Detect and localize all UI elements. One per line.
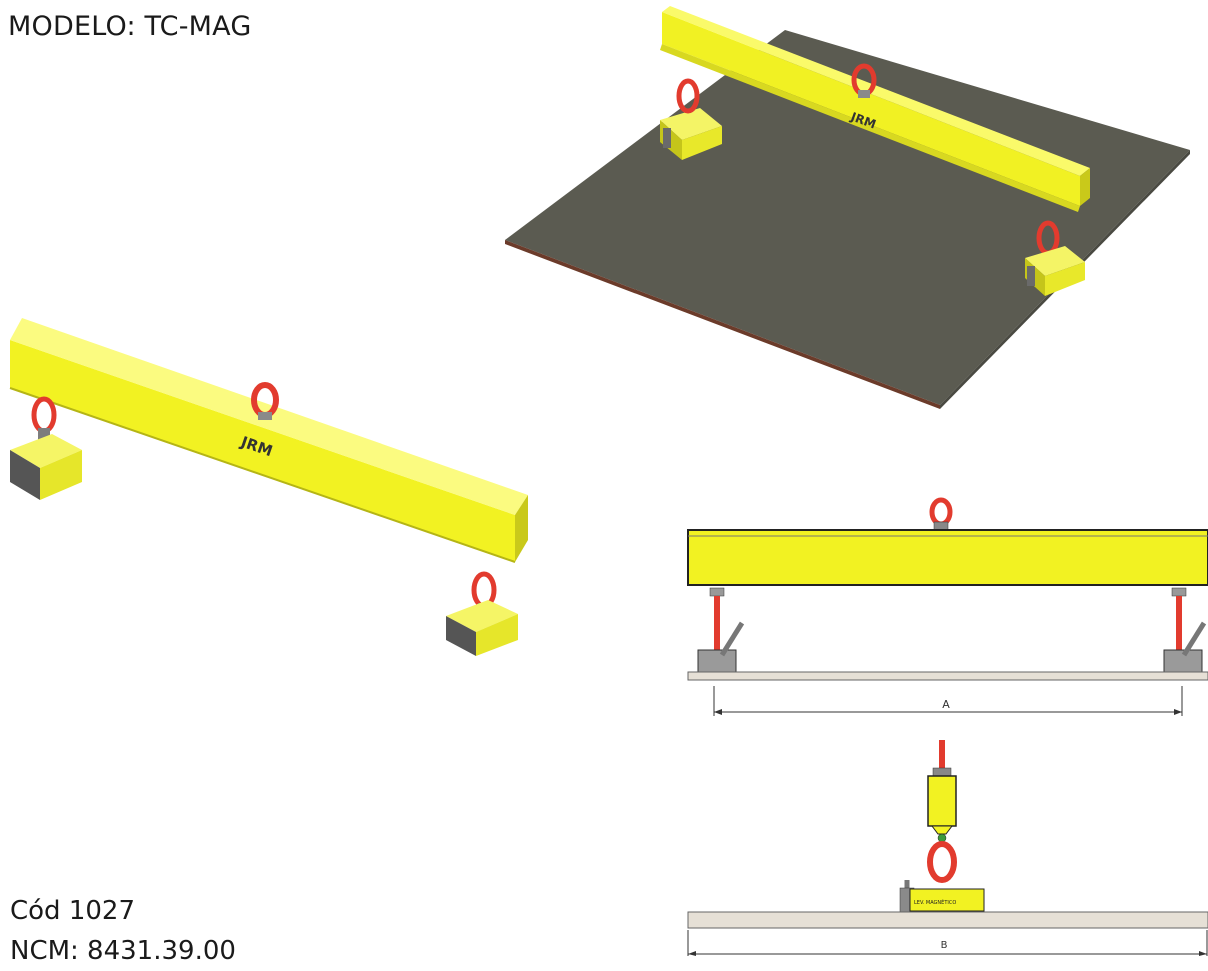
left-shackle xyxy=(676,78,700,114)
product-code: Cód 1027 xyxy=(10,896,135,926)
plate-front xyxy=(687,671,1208,681)
beam-front xyxy=(687,529,1208,586)
steel-plate-edge xyxy=(505,240,940,409)
lifting-beam-on-plate-render: JRM xyxy=(505,6,1190,409)
left-magnet xyxy=(660,108,722,160)
right-shackle xyxy=(471,571,497,609)
dimension-a-label: A xyxy=(942,698,950,711)
model-title: MODELO: TC-MAG xyxy=(8,11,252,42)
right-chain xyxy=(1163,587,1207,673)
right-magnet xyxy=(1025,246,1085,296)
dimension-b-label: B xyxy=(941,940,948,951)
magnet-side xyxy=(899,880,985,913)
lifting-beam xyxy=(9,318,528,563)
right-magnet xyxy=(446,600,518,656)
lower-shackle xyxy=(927,841,957,883)
side-view-drawing: LEV. MAGNÉTICO B xyxy=(687,740,1208,956)
magnet-label: LEV. MAGNÉTICO xyxy=(914,898,956,906)
beam-section xyxy=(927,775,957,827)
lifting-beam-isometric-render: JRM xyxy=(9,318,528,656)
top-shackle xyxy=(929,497,953,527)
product-codes: Cód 1027 NCM: 8431.39.00 xyxy=(10,891,236,971)
lifting-beam xyxy=(660,6,1090,212)
plate-side xyxy=(687,911,1208,929)
left-shackle xyxy=(31,396,57,434)
front-view-drawing: A xyxy=(687,497,1208,716)
top-shackle xyxy=(939,740,945,770)
dimension-b xyxy=(687,930,1208,956)
left-chain xyxy=(697,587,745,673)
dimension-a xyxy=(713,686,1183,716)
left-magnet xyxy=(10,434,82,500)
ncm-code: NCM: 8431.39.00 xyxy=(10,936,236,966)
